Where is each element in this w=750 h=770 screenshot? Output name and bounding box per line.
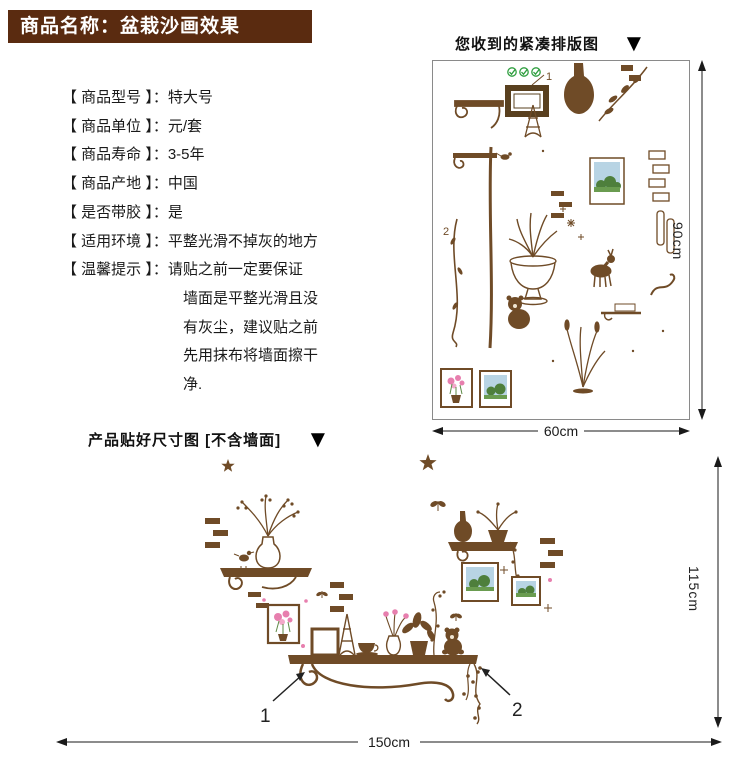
left-shelf-group — [220, 494, 312, 590]
spec-row: 【 商品寿命 】：3-5年 — [62, 141, 318, 170]
right-shelf-group — [448, 502, 521, 587]
dark-frame — [505, 85, 549, 117]
main-shelf-group — [288, 590, 482, 725]
photo-frame — [310, 627, 340, 657]
down-triangle-icon: ▼ — [306, 426, 330, 453]
spec-value: 元/套 — [167, 117, 203, 135]
vase-silhouette — [564, 63, 594, 114]
spec-row: 【 适用环境 】：平整光滑不掉灰的地方 — [62, 228, 318, 257]
butterfly-icon — [430, 501, 446, 511]
pink-flower-photo — [440, 368, 473, 408]
spec-row: 【 是否带胶 】：是 — [62, 199, 318, 228]
leafy-pot — [402, 612, 435, 655]
pink-flower-photo — [266, 603, 301, 645]
flower-vase — [383, 609, 409, 656]
dim-line-115cm — [706, 456, 730, 728]
spec-label: 【 商品单位 】： — [62, 117, 168, 135]
deer — [590, 248, 615, 288]
packed-sheet-illustration: 1 — [440, 63, 676, 408]
packed-caption: 您收到的紧凑排版图 — [455, 36, 600, 53]
spec-value: 3-5年 — [167, 146, 205, 164]
spec-label: 【 商品型号 】： — [62, 89, 168, 106]
spec-label: 【 温馨提示 】： — [62, 261, 168, 279]
tip-line: 先用抹布将墙面擦干 — [183, 347, 319, 365]
sheet-marker-1: 1 — [546, 71, 552, 83]
sheet-marker-2: 2 — [443, 226, 449, 238]
applied-illustration-box: 1 2 — [60, 450, 660, 730]
applied-caption: 产品贴好尺寸图 [不含墙面] — [88, 432, 282, 449]
tip-line: 墙面是平整光滑且没 — [183, 289, 319, 307]
spec-row: 【 商品产地 】：中国 — [62, 170, 318, 199]
dim-label-150cm: 150cm — [368, 734, 410, 750]
butterfly-icon — [316, 591, 328, 598]
teacup — [356, 643, 379, 656]
eiffel-tower — [338, 613, 356, 656]
sign-shelf — [601, 303, 641, 321]
spec-label: 【 适用环境 】： — [62, 232, 168, 250]
landscape-photo-small — [479, 370, 512, 408]
applied-illustration: 1 2 — [205, 454, 563, 727]
spec-label: 【 商品寿命 】： — [62, 146, 168, 164]
eiffel-tower — [524, 104, 542, 138]
dim-line-90cm — [690, 60, 714, 420]
spec-value: 平整光滑不掉灰的地方 — [167, 232, 318, 250]
bird — [233, 550, 255, 568]
tip-line: 有灰尘，建议贴之前 — [183, 318, 319, 336]
dim-label-60cm: 60cm — [544, 423, 578, 439]
spec-value: 特大号 — [167, 89, 213, 106]
packed-sheet-box: 1 — [432, 60, 690, 420]
down-triangle-icon: ▼ — [622, 30, 646, 57]
dim-label-115cm: 115cm — [686, 566, 702, 612]
teddy-bear — [506, 295, 530, 329]
spec-label: 【 商品产地 】： — [62, 175, 168, 193]
spec-row: 【 商品型号 】：特大号 — [62, 84, 318, 113]
spec-value: 请贴之前一定要保证 — [167, 261, 303, 279]
eco-cert-icons — [507, 67, 541, 77]
landscape-photo — [589, 157, 625, 205]
urn-plant — [508, 212, 558, 306]
spec-label: 【 是否带胶 】： — [62, 203, 168, 221]
landscape-photo — [461, 562, 499, 602]
dim-line-60cm: 60cm — [432, 421, 690, 441]
spec-row: 【 商品单位 】：元/套 — [62, 113, 318, 142]
applied-marker-2: 2 — [512, 700, 523, 721]
bird — [495, 152, 512, 160]
butterfly-icon — [450, 613, 462, 621]
teddy-bear — [442, 627, 464, 656]
spec-row: 【 温馨提示 】：请贴之前一定要保证 — [62, 256, 318, 285]
tip-line: 净. — [183, 376, 203, 394]
applied-marker-1: 1 — [260, 706, 271, 727]
landscape-photo — [511, 576, 541, 606]
dim-label-90cm: 90cm — [670, 222, 686, 261]
spec-value: 中国 — [167, 175, 198, 193]
page-title: 商品名称：盆栽沙画效果 — [20, 16, 241, 37]
shelf-piece — [454, 100, 504, 129]
star — [221, 459, 235, 472]
dim-line-150cm: 150cm — [56, 732, 722, 752]
spec-value: 是 — [167, 203, 183, 221]
reeds — [564, 319, 606, 388]
star — [419, 454, 437, 471]
product-title-bar: 商品名称：盆栽沙画效果 — [8, 10, 312, 43]
specs-list: 【 商品型号 】：特大号 【 商品单位 】：元/套 【 商品寿命 】：3-5年 … — [62, 84, 318, 400]
